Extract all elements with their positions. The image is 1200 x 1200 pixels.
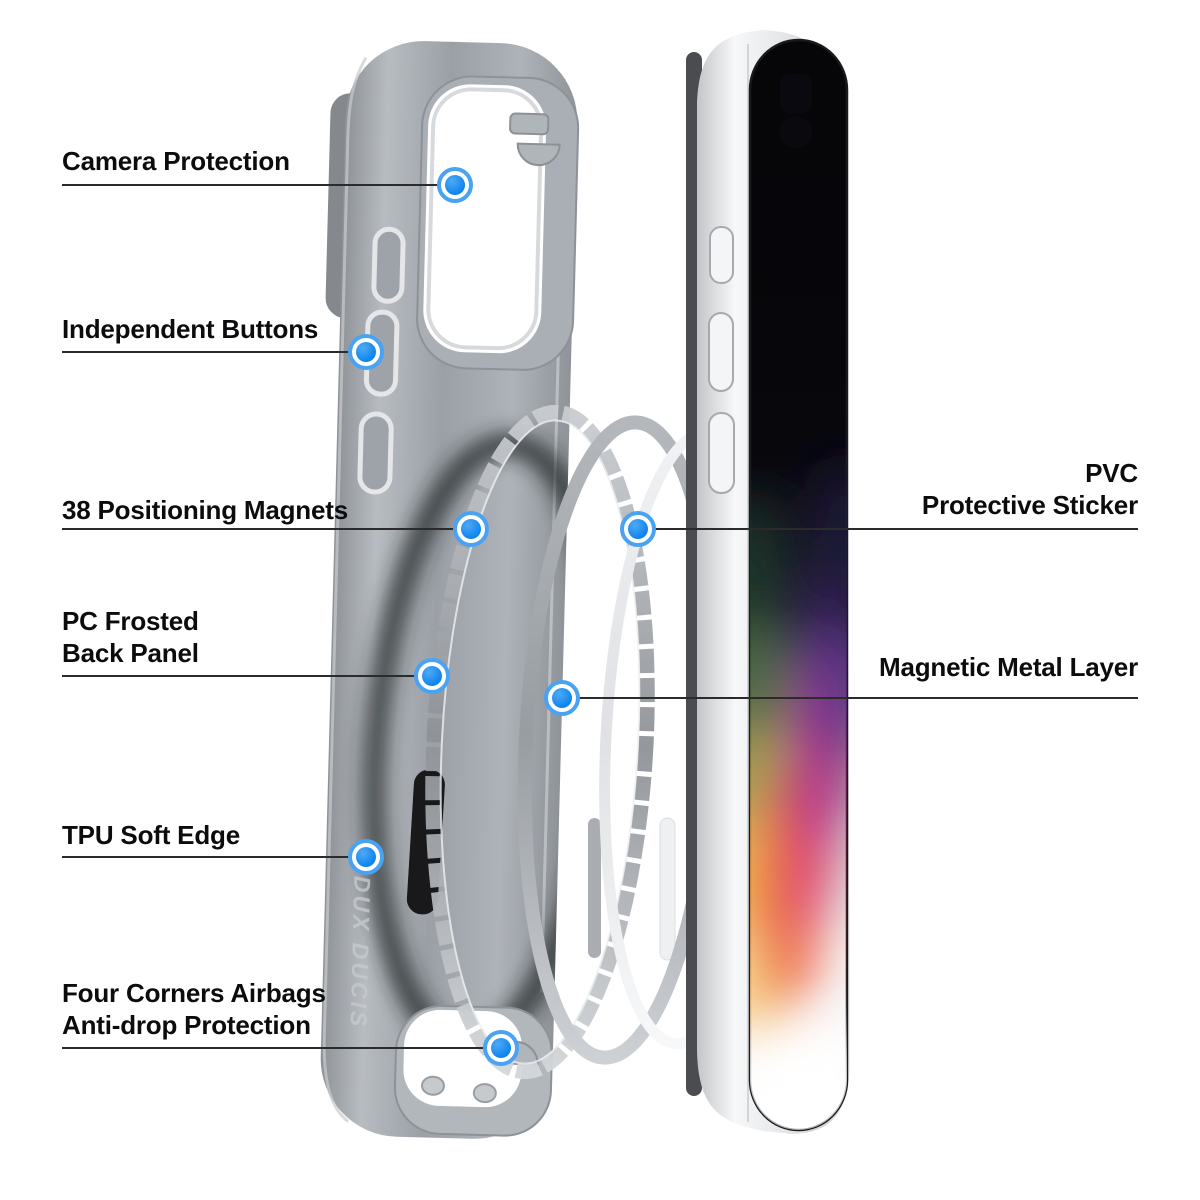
case-inner-ledge <box>509 112 550 136</box>
callout-label-magnetic-metal-layer: Magnetic Metal Layer <box>879 652 1138 682</box>
callout-dot-independent-buttons <box>348 334 384 370</box>
callout-label-positioning-magnets: 38 Positioning Magnets <box>62 495 348 525</box>
callout-dot-pc-frosted-back-panel <box>414 658 450 694</box>
callout-line-four-corners-airbags <box>62 1047 501 1049</box>
phone-camera-lens <box>780 116 812 148</box>
callout-line-tpu-soft-edge <box>62 856 366 858</box>
metal-layer-strip <box>588 818 601 958</box>
callout-label-pc-frosted-back-panel: PC Frosted Back Panel <box>62 606 199 668</box>
callout-dot-magnetic-metal-layer <box>544 680 580 716</box>
callout-dot-positioning-magnets <box>453 511 489 547</box>
callout-label-camera-protection: Camera Protection <box>62 146 290 176</box>
positioning-magnets-ring <box>425 404 655 1080</box>
callout-line-positioning-magnets <box>62 528 471 530</box>
case-inner-tab <box>516 142 561 167</box>
callout-line-pc-frosted-back-panel <box>62 675 432 677</box>
case-brand-text: DUX DUCIS <box>345 875 375 1029</box>
phone-camera-notch <box>780 74 812 114</box>
phone-screen-gradient <box>750 455 847 1130</box>
callout-dot-four-corners-airbags <box>483 1030 519 1066</box>
callout-line-independent-buttons <box>62 351 366 353</box>
callout-label-independent-buttons: Independent Buttons <box>62 314 319 344</box>
pvc-sticker-strip <box>659 817 676 961</box>
callout-dot-pvc-protective-sticker <box>620 511 656 547</box>
phone-side-buttons <box>708 226 735 494</box>
callout-line-magnetic-metal-layer <box>562 697 1138 699</box>
callout-label-four-corners-airbags: Four Corners Airbags Anti-drop Protectio… <box>62 978 326 1040</box>
case-camera-cutout <box>416 75 580 371</box>
callout-dot-tpu-soft-edge <box>348 839 384 875</box>
callout-line-pvc-protective-sticker <box>638 528 1138 530</box>
callout-line-camera-protection <box>62 184 455 186</box>
case-edge-highlight <box>322 56 368 1123</box>
callout-label-pvc-protective-sticker: PVC Protective Sticker <box>921 458 1138 520</box>
callout-label-tpu-soft-edge: TPU Soft Edge <box>62 820 240 850</box>
case-illustration: DUX DUCIS <box>320 41 580 1139</box>
callout-dot-camera-protection <box>437 167 473 203</box>
phone-illustration <box>686 30 850 1134</box>
